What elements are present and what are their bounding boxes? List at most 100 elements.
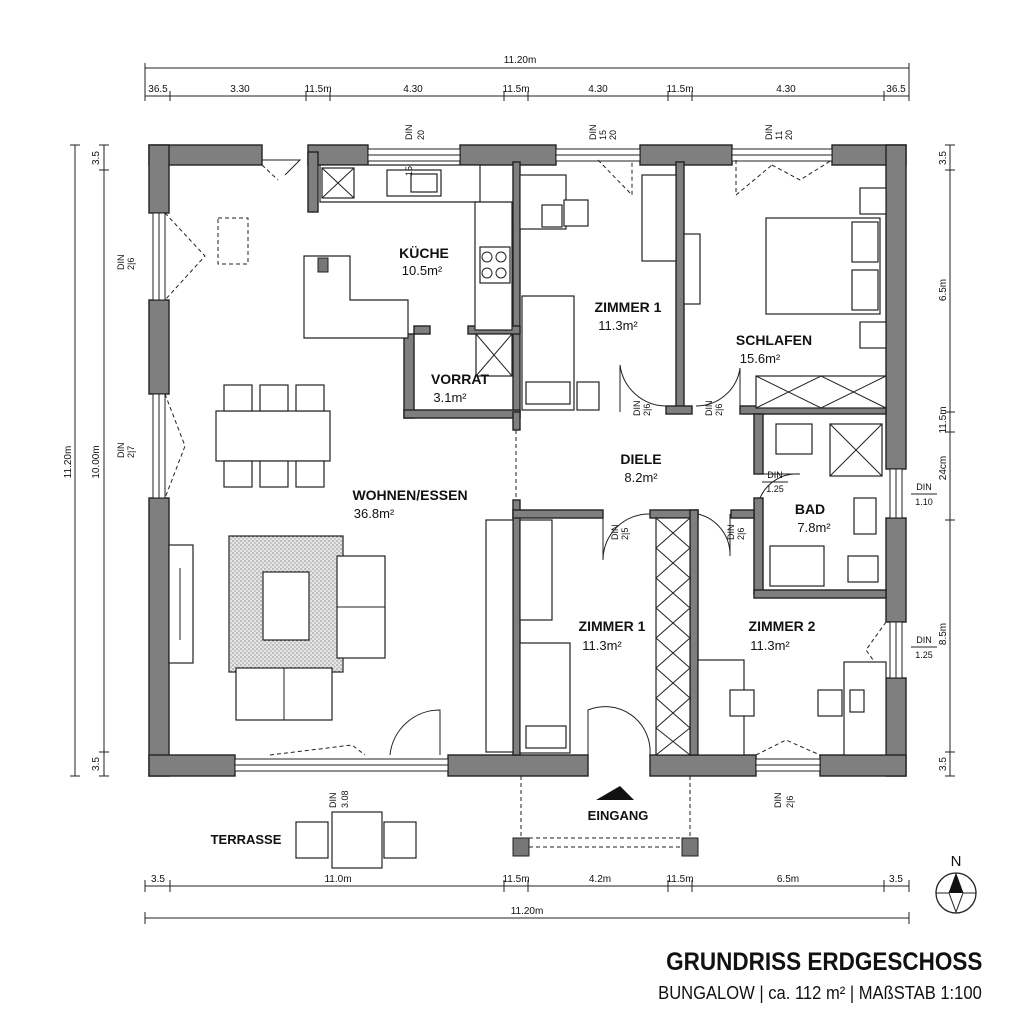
dim-top-total: 11.20m	[504, 55, 537, 66]
dim-left-total: 11.20m	[63, 446, 74, 479]
room-wohnen-name: WOHNEN/ESSEN	[352, 487, 467, 503]
din-left2-a: DIN	[116, 443, 126, 459]
din-terrasse-window-b: 3.08	[340, 790, 350, 808]
dim-right-b: 11.5m	[938, 406, 949, 433]
din-top1-c: 20	[416, 130, 426, 140]
din-top2-b: 15	[598, 130, 608, 140]
din-top3-a: DIN	[764, 125, 774, 141]
dim-top-7: 4.30	[776, 84, 796, 95]
din-z2-bottom-window-a: DIN	[773, 793, 783, 809]
dim-top-0: 36.5	[148, 84, 168, 95]
din-top1-b: 15	[404, 166, 414, 176]
plan-subtitle: BUNGALOW | ca. 112 m² | MAßSTAB 1:100	[658, 983, 982, 1003]
dim-left-bottom: 3.5	[91, 757, 102, 771]
din-schlafen-door-a: DIN	[704, 401, 714, 417]
dimension-top: 11.20m 36.5 3.30 11.5m 4.30 11.5m 4.30 1…	[144, 55, 910, 101]
din-bad-door-a: DIN	[767, 470, 783, 480]
room-bad-name: BAD	[795, 501, 825, 517]
dim-bottom-2: 11.5m	[502, 874, 529, 885]
din-z2-window-a: DIN	[916, 635, 932, 645]
din-z2-door-a: DIN	[726, 525, 736, 541]
north-arrow-icon	[949, 874, 963, 893]
kitchen-furniture	[303, 164, 513, 377]
room-diele-name: DIELE	[620, 451, 661, 467]
dim-top-5: 4.30	[588, 84, 608, 95]
room-kueche-name: KÜCHE	[399, 245, 449, 261]
zimmer1-bottom-furniture	[519, 517, 691, 756]
room-zimmer1-bottom-name: ZIMMER 1	[579, 618, 646, 634]
room-labels: KÜCHE 10.5m² ZIMMER 1 11.3m² SCHLAFEN 15…	[211, 245, 832, 847]
room-wohnen-area: 36.8m²	[354, 506, 395, 521]
north-label: N	[951, 853, 962, 870]
dim-bottom-1: 11.0m	[324, 874, 351, 885]
dim-right-a: 6.5m	[938, 279, 949, 301]
room-bad-area: 7.8m²	[797, 520, 831, 535]
dim-right-bottom: 3.5	[938, 757, 949, 771]
din-top3-b: 11	[774, 131, 784, 140]
dim-top-4: 11.5m	[502, 84, 529, 95]
room-kueche-area: 10.5m²	[402, 263, 443, 278]
dimension-right: 3.5 6.5m 11.5m 24cm 8.5m 3.5	[938, 144, 955, 777]
din-z1-door-a: DIN	[610, 525, 620, 541]
room-zimmer2-area: 11.3m²	[750, 638, 790, 653]
din-bad-door-b: 1.25	[766, 484, 784, 494]
dim-bottom-0: 3.5	[151, 874, 165, 885]
dim-bottom-6: 3.5	[889, 874, 903, 885]
din-top2-c: 20	[608, 130, 618, 140]
din-left1-b: 2|6	[126, 258, 136, 270]
dim-bottom-4: 11.5m	[666, 874, 693, 885]
room-schlafen-name: SCHLAFEN	[736, 332, 812, 348]
dim-top-8: 36.5	[886, 84, 906, 95]
room-zimmer2-name: ZIMMER 2	[749, 618, 816, 634]
din-labels: DIN 15 20 DIN 15 20 DIN 11 20 DIN 2|6 DI…	[116, 125, 937, 809]
dim-bottom-3: 4.2m	[589, 874, 611, 885]
dim-top-1: 3.30	[230, 84, 250, 95]
dim-left-inner: 10.00m	[91, 445, 102, 478]
dim-top-6: 11.5m	[666, 84, 693, 95]
schlafen-furniture	[683, 187, 887, 409]
zimmer2-furniture	[697, 659, 887, 756]
room-diele-area: 8.2m²	[624, 470, 658, 485]
windows	[152, 148, 903, 772]
room-vorrat-name: VORRAT	[431, 371, 490, 387]
dining-area	[215, 217, 331, 488]
bad-furniture	[769, 423, 883, 587]
din-top1-a: DIN	[404, 125, 414, 141]
din-top2-a: DIN	[588, 125, 598, 141]
din-bad-window-a: DIN	[916, 482, 932, 492]
north-arrow: N	[935, 853, 977, 914]
dim-bottom-5: 6.5m	[777, 874, 799, 885]
entrance-arrow-icon	[596, 786, 634, 800]
din-z2-bottom-window-b: 2|6	[785, 796, 795, 808]
dim-top-2: 11.5m	[304, 84, 331, 95]
dim-bottom-total: 11.20m	[511, 906, 544, 917]
din-bad-window-b: 1.10	[915, 497, 933, 507]
terrace-furniture	[295, 811, 417, 869]
living-area	[168, 519, 514, 753]
dim-right-d: 8.5m	[938, 623, 949, 645]
room-zimmer1-top-name: ZIMMER 1	[595, 299, 662, 315]
din-left1-a: DIN	[116, 255, 126, 271]
din-z1-door-b: 2|5	[620, 528, 630, 540]
label-terrasse: TERRASSE	[211, 832, 282, 847]
din-terrasse-window-a: DIN	[328, 793, 338, 809]
dim-right-c: 24cm	[938, 456, 949, 480]
room-zimmer1-top-area: 11.3m²	[598, 318, 638, 333]
din-schlafen-door-b: 2|6	[714, 404, 724, 416]
dimension-left: 11.20m 3.5 10.00m 3.5	[63, 144, 109, 777]
din-left2-b: 2|7	[126, 446, 136, 458]
dim-right-top: 3.5	[938, 151, 949, 165]
dimension-bottom: 3.5 11.0m 11.5m 4.2m 11.5m 6.5m 3.5 11.2…	[144, 874, 910, 924]
room-schlafen-area: 15.6m²	[740, 351, 781, 366]
din-vorrat-door-b: 2|6	[642, 404, 652, 416]
zimmer1-top-furniture	[519, 174, 677, 411]
dim-top-3: 4.30	[403, 84, 423, 95]
din-z2-door-b: 2|6	[736, 528, 746, 540]
room-zimmer1-bottom-area: 11.3m²	[582, 638, 622, 653]
room-vorrat-area: 3.1m²	[433, 390, 467, 405]
din-vorrat-door-a: DIN	[632, 401, 642, 417]
dim-left-top: 3.5	[91, 151, 102, 165]
plan-title: GRUNDRISS ERDGESCHOSS	[665, 948, 982, 976]
entrance-porch	[512, 776, 699, 857]
